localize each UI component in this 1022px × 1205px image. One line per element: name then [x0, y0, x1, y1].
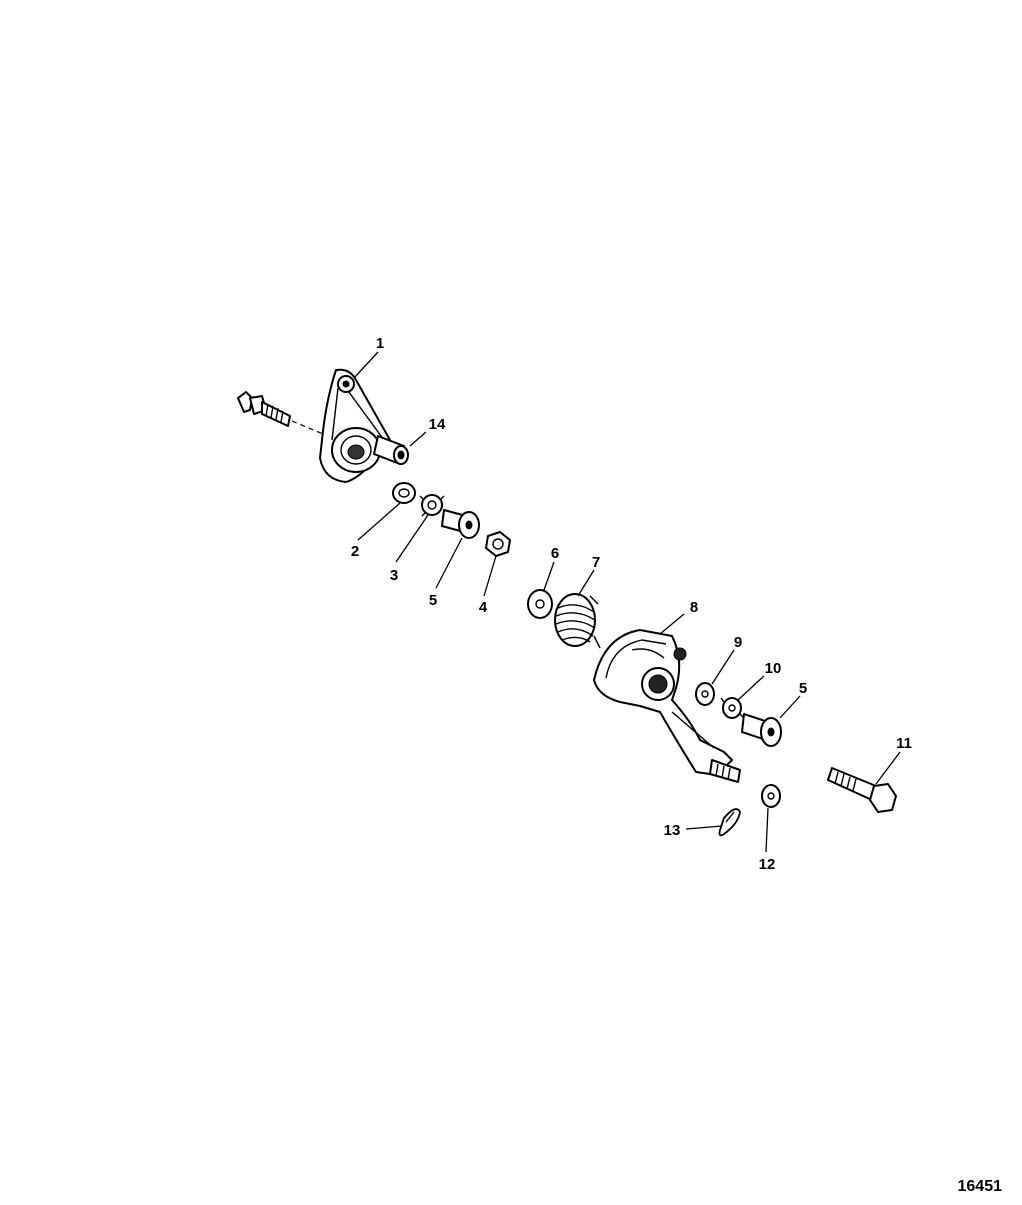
- lock-washer-part-3: [419, 494, 445, 517]
- leader-lines: [353, 351, 901, 853]
- bolt-part-11: [827, 767, 897, 813]
- leader-5-upper: [435, 537, 463, 589]
- leader-12: [765, 807, 769, 853]
- callout-3: 3: [390, 567, 398, 584]
- callout-9: 9: [734, 634, 742, 651]
- bracket-assembly-part-1: [237, 368, 409, 483]
- callout-6: 6: [551, 545, 559, 562]
- callout-2: 2: [351, 543, 359, 560]
- callout-14: 14: [429, 416, 446, 433]
- cotter-pin-part-13: [718, 808, 741, 837]
- leader-14: [409, 431, 427, 447]
- leader-6: [543, 561, 555, 591]
- callout-5-upper: 5: [429, 592, 437, 609]
- shoulder-bolt-part-5-upper: [441, 509, 480, 539]
- callout-8: 8: [690, 599, 698, 616]
- callout-10: 10: [765, 660, 782, 677]
- washer-part-6: [527, 589, 553, 619]
- leader-8: [659, 613, 685, 635]
- nut-part-4: [485, 531, 511, 557]
- callout-labels: 1 2 3 4 5 5 6 7 8 9 10 11 12 13 14: [351, 335, 912, 873]
- leader-11: [875, 751, 901, 785]
- leader-10: [737, 675, 765, 701]
- spring-part-7: [554, 593, 601, 649]
- washer-part-9: [695, 682, 715, 706]
- leader-5-lower: [779, 695, 801, 719]
- pivot-pin-part-14: [373, 435, 409, 465]
- callout-13: 13: [664, 822, 681, 839]
- callout-4: 4: [479, 599, 488, 616]
- callout-11: 11: [896, 735, 912, 752]
- figure-number: 16451: [957, 1178, 1003, 1195]
- lock-washer-part-10: [720, 697, 745, 719]
- lever-part-8: [593, 629, 741, 783]
- shoulder-bolt-part-5-lower: [741, 713, 782, 747]
- washer-part-12: [761, 784, 781, 808]
- leader-4: [483, 555, 497, 597]
- leader-3: [395, 514, 429, 563]
- callout-5-lower: 5: [799, 680, 807, 697]
- callout-12: 12: [759, 856, 776, 873]
- leader-1: [353, 351, 379, 379]
- callout-7: 7: [592, 554, 600, 571]
- leader-2: [357, 502, 401, 541]
- threaded-stud: [237, 391, 329, 437]
- leader-13: [685, 825, 723, 830]
- leader-9: [711, 649, 735, 685]
- callout-1: 1: [376, 335, 384, 352]
- leader-7: [577, 569, 595, 597]
- washer-part-2: [392, 482, 416, 504]
